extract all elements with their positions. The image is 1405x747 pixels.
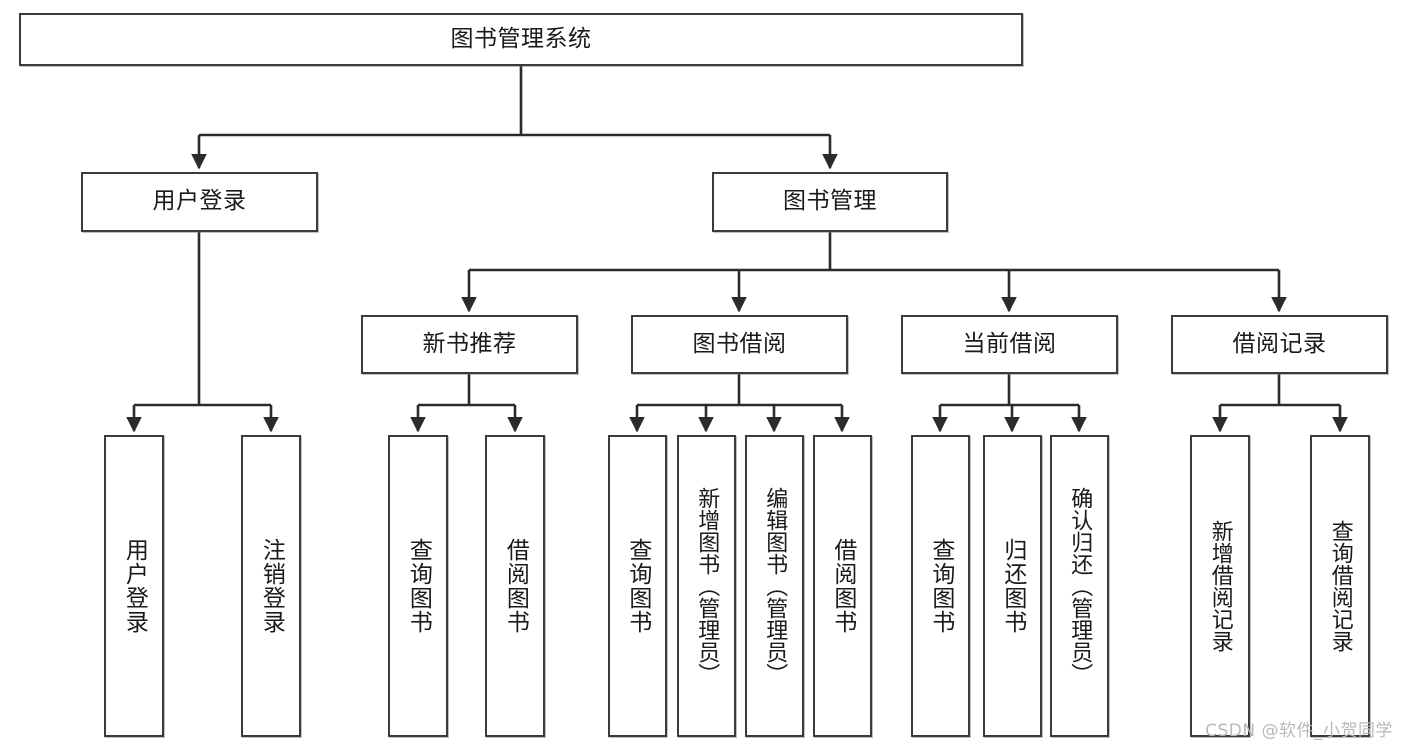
leaf-user-login[interactable]: 用户登录	[104, 435, 164, 737]
csdn-watermark: CSDN @软件_小贺同学	[1205, 721, 1393, 741]
leaf-confirm-return-admin[interactable]: 确认归还（管理员）	[1050, 435, 1109, 737]
leaf-borrow-book-new[interactable]: 借阅图书	[485, 435, 545, 737]
node-root-book-management-system[interactable]: 图书管理系统	[19, 13, 1023, 66]
leaf-query-book-borrow[interactable]: 查询图书	[608, 435, 667, 737]
leaf-lend-book[interactable]: 借阅图书	[813, 435, 872, 737]
leaf-query-borrow-record[interactable]: 查询借阅记录	[1310, 435, 1370, 737]
leaf-query-book-current[interactable]: 查询图书	[911, 435, 970, 737]
leaf-add-book-admin[interactable]: 新增图书（管理员）	[677, 435, 736, 737]
node-new-book-recommendation[interactable]: 新书推荐	[361, 315, 578, 374]
leaf-edit-book-admin[interactable]: 编辑图书（管理员）	[745, 435, 804, 737]
node-current-borrowing[interactable]: 当前借阅	[901, 315, 1118, 374]
leaf-query-book-new[interactable]: 查询图书	[388, 435, 448, 737]
leaf-add-borrow-record[interactable]: 新增借阅记录	[1190, 435, 1250, 737]
leaf-logout[interactable]: 注销登录	[241, 435, 301, 737]
node-user-login[interactable]: 用户登录	[81, 172, 318, 232]
node-book-management[interactable]: 图书管理	[712, 172, 948, 232]
node-borrowing-record[interactable]: 借阅记录	[1171, 315, 1388, 374]
node-book-borrowing[interactable]: 图书借阅	[631, 315, 848, 374]
leaf-return-book[interactable]: 归还图书	[983, 435, 1042, 737]
